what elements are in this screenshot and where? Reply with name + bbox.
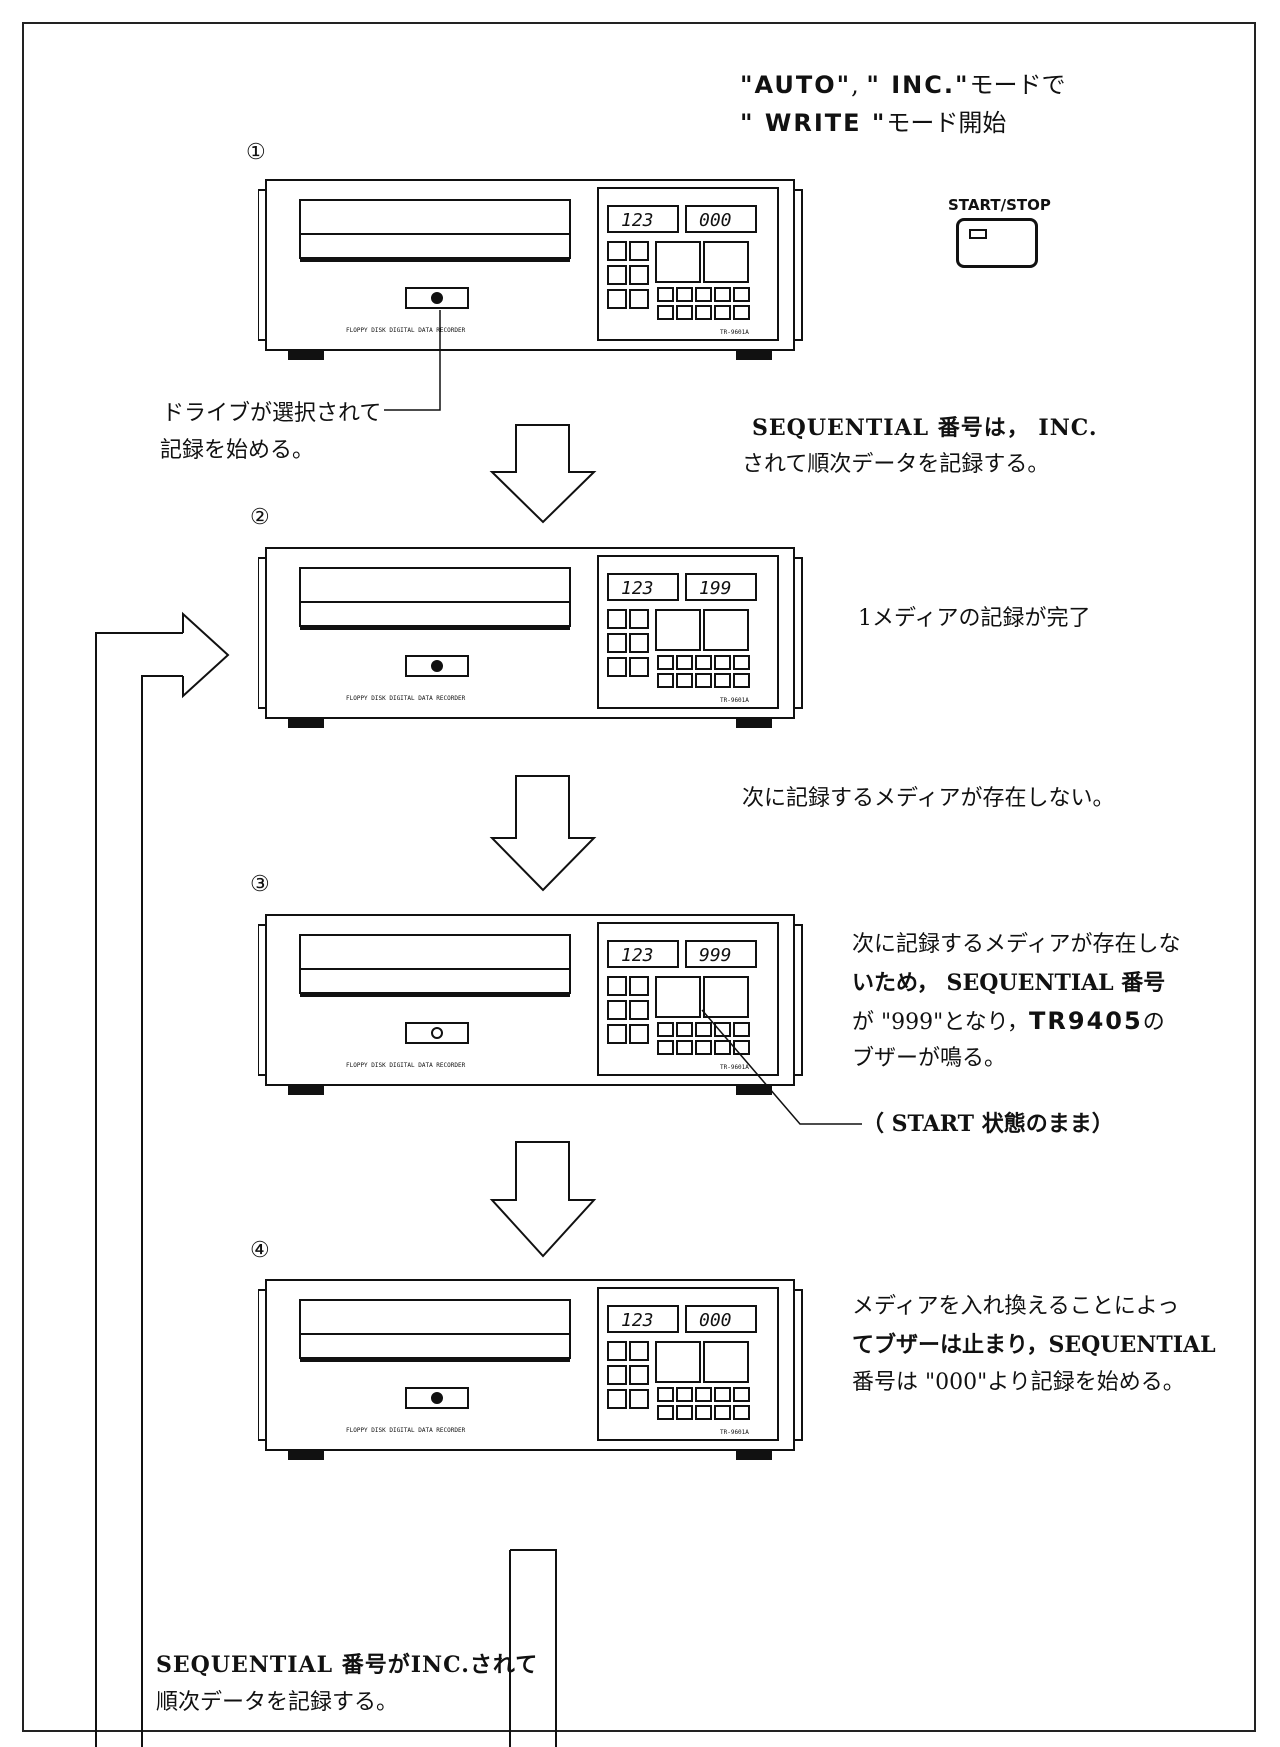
- note-step3-1: 次に記録するメディアが存在しな: [852, 932, 1181, 957]
- step-number-4: ④: [250, 1238, 270, 1263]
- note-step3-3: が "999"となり，TR9405の: [852, 1004, 1165, 1040]
- recorder-drawing: FLOPPY DISK DIGITAL DATA RECORDER 123 000T…: [257, 1279, 803, 1460]
- device-model-number: TR-9601A: [720, 329, 749, 336]
- tr9405-label: TR9405: [1029, 1007, 1143, 1035]
- device-model-number: TR-9601A: [720, 1064, 749, 1071]
- display-right: 000: [699, 210, 732, 231]
- header-sep: ,: [851, 71, 867, 99]
- display-right: 999: [699, 945, 732, 966]
- note-media-complete: 1メディアの記録が完了: [858, 606, 1091, 631]
- display-left: 123: [621, 578, 654, 599]
- note-bottom-1: SEQUENTIAL 番号がINC.されて: [156, 1652, 539, 1678]
- device-model-text: FLOPPY DISK DIGITAL DATA RECORDER: [346, 1062, 466, 1069]
- device-model-text: FLOPPY DISK DIGITAL DATA RECORDER: [346, 1427, 466, 1434]
- write-mode-label: " WRITE ": [740, 109, 887, 137]
- recorder-drawing: FLOPPY DISK DIGITAL DATA RECORDER 123 000T…: [257, 179, 803, 360]
- display-left: 123: [621, 210, 654, 231]
- device-model-text: FLOPPY DISK DIGITAL DATA RECORDER: [346, 327, 466, 334]
- note-step4-2: てブザーは止まり，SEQUENTIAL: [852, 1332, 1216, 1358]
- device-model-text: FLOPPY DISK DIGITAL DATA RECORDER: [346, 695, 466, 702]
- display-right: 000: [699, 1310, 732, 1331]
- note-step3-4: ブザーが鳴る。: [852, 1046, 1007, 1071]
- display-left: 123: [621, 945, 654, 966]
- note-seq-inc-1: SEQUENTIAL 番号は， INC.: [752, 415, 1098, 441]
- step-number-3: ③: [250, 872, 270, 897]
- step-number-1: ①: [246, 140, 266, 165]
- header-line1-rest: モードで: [969, 71, 1066, 99]
- auto-mode-label: "AUTO": [740, 71, 852, 99]
- note-start-state: （ START 状態のまま）: [862, 1111, 1114, 1137]
- header-line2-rest: モード開始: [886, 109, 1007, 137]
- note-step4-3: 番号は "000"より記録を始める。: [852, 1370, 1185, 1395]
- start-stop-lamp: [969, 229, 987, 239]
- header-line-1: "AUTO", " INC."モードで: [740, 68, 1065, 102]
- page-frame: [22, 22, 1256, 1732]
- inc-mode-label: " INC.": [866, 71, 970, 99]
- note-drive-selected-1: ドライブが選択されて: [162, 401, 382, 426]
- start-stop-button[interactable]: [956, 218, 1038, 268]
- note-step4-1: メディアを入れ換えることによっ: [852, 1294, 1180, 1319]
- note-drive-selected-2: 記録を始める。: [160, 438, 315, 463]
- note-seq-inc-2: されて順次データを記録する。: [742, 452, 1050, 477]
- header-line-2: " WRITE "モード開始: [740, 106, 1006, 140]
- note-step3-2: いため， SEQUENTIAL 番号: [852, 970, 1166, 996]
- note-bottom-2: 順次データを記録する。: [156, 1690, 399, 1715]
- recorder-drawing: FLOPPY DISK DIGITAL DATA RECORDER 123 999T…: [257, 914, 803, 1095]
- device-model-number: TR-9601A: [720, 697, 749, 704]
- note-step3-3a: が "999"となり，: [852, 1010, 1030, 1035]
- note-no-next-media: 次に記録するメディアが存在しない。: [742, 786, 1115, 811]
- start-stop-label: START/STOP: [948, 196, 1051, 214]
- display-right: 199: [699, 578, 732, 599]
- note-step3-3c: の: [1142, 1010, 1165, 1035]
- step-number-2: ②: [250, 505, 270, 530]
- display-left: 123: [621, 1310, 654, 1331]
- recorder-drawing: FLOPPY DISK DIGITAL DATA RECORDER 123 199T…: [257, 547, 803, 728]
- device-model-number: TR-9601A: [720, 1429, 749, 1436]
